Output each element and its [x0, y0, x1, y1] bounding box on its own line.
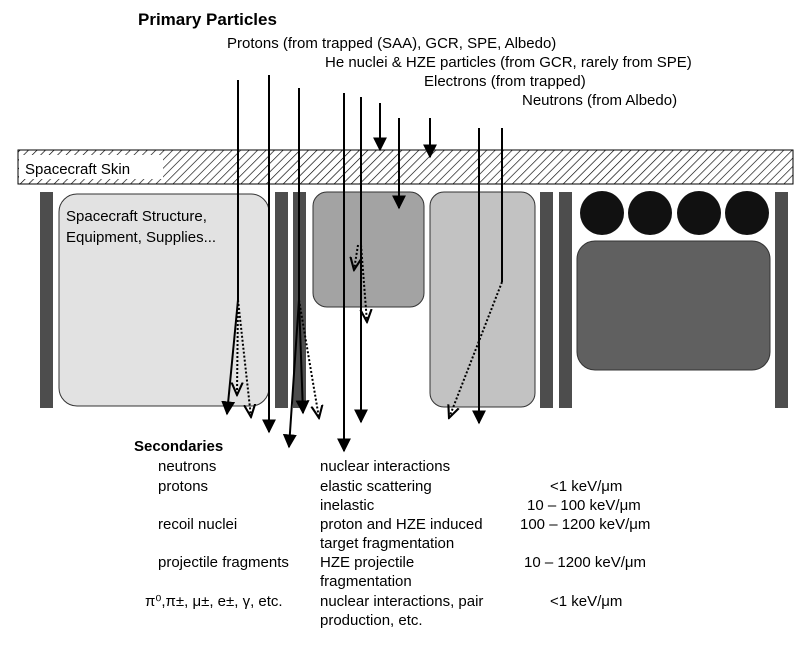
- sec-row3-let: 10 – 100 keV/μm: [527, 497, 641, 514]
- sec-row5-interaction-2: fragmentation: [320, 573, 412, 590]
- equipment-block: [312, 191, 425, 308]
- wall-bar-left: [40, 192, 53, 408]
- supply-block: [429, 191, 536, 408]
- sec-row4-particle: recoil nuclei: [158, 516, 237, 533]
- diagram-title: Primary Particles: [138, 10, 277, 29]
- skin-label: Spacecraft Skin: [25, 161, 130, 178]
- sec-row1-particle: neutrons: [158, 458, 216, 475]
- sec-row6-interaction-2: production, etc.: [320, 612, 423, 629]
- wall-bar-4: [540, 192, 553, 408]
- sec-row4-interaction-1: proton and HZE induced: [320, 516, 483, 533]
- source-he-hze: He nuclei & HZE particles (from GCR, rar…: [325, 54, 692, 71]
- source-protons: Protons (from trapped (SAA), GCR, SPE, A…: [227, 35, 556, 52]
- tank-block: [576, 240, 771, 371]
- sec-row4-let: 100 – 1200 keV/μm: [520, 516, 650, 533]
- wall-bar-2: [275, 192, 288, 408]
- sec-row6-interaction-1: nuclear interactions, pair: [320, 593, 483, 610]
- shield-cylinder-3: [677, 191, 721, 235]
- sec-row4-interaction-2: target fragmentation: [320, 535, 454, 552]
- shield-cylinder-2: [628, 191, 672, 235]
- secondary-tracks: [237, 244, 503, 418]
- sec-row5-let: 10 – 1200 keV/μm: [524, 554, 646, 571]
- source-electrons: Electrons (from trapped): [424, 73, 586, 90]
- wall-bar-5: [559, 192, 572, 408]
- sec-row5-interaction-1: HZE projectile: [320, 554, 414, 571]
- sec-row6-particle: π⁰,π±, μ±, e±, γ, etc.: [145, 593, 283, 610]
- sec-row6-let: <1 keV/μm: [550, 593, 622, 610]
- structure-label-line1: Spacecraft Structure,: [66, 208, 207, 225]
- sec-row2-let: <1 keV/μm: [550, 478, 622, 495]
- wall-bar-right: [775, 192, 788, 408]
- sec-row3-interaction: inelastic: [320, 497, 375, 514]
- shield-cylinder-4: [725, 191, 769, 235]
- secondary-6: [449, 281, 503, 418]
- shield-cylinder-1: [580, 191, 624, 235]
- secondaries-heading: Secondaries: [134, 438, 223, 455]
- secondary-5: [361, 244, 367, 322]
- track-branch-1: [295, 299, 310, 415]
- skin-label-bg: [19, 155, 163, 179]
- structure-label-line2: Equipment, Supplies...: [66, 229, 216, 246]
- source-neutrons: Neutrons (from Albedo): [522, 92, 677, 109]
- sec-row2-interaction: elastic scattering: [320, 478, 432, 495]
- sec-row5-particle: projectile fragments: [158, 554, 289, 571]
- sec-row1-interaction: nuclear interactions: [320, 458, 450, 475]
- sec-row2-particle: protons: [158, 478, 208, 495]
- secondary-4: [354, 244, 358, 270]
